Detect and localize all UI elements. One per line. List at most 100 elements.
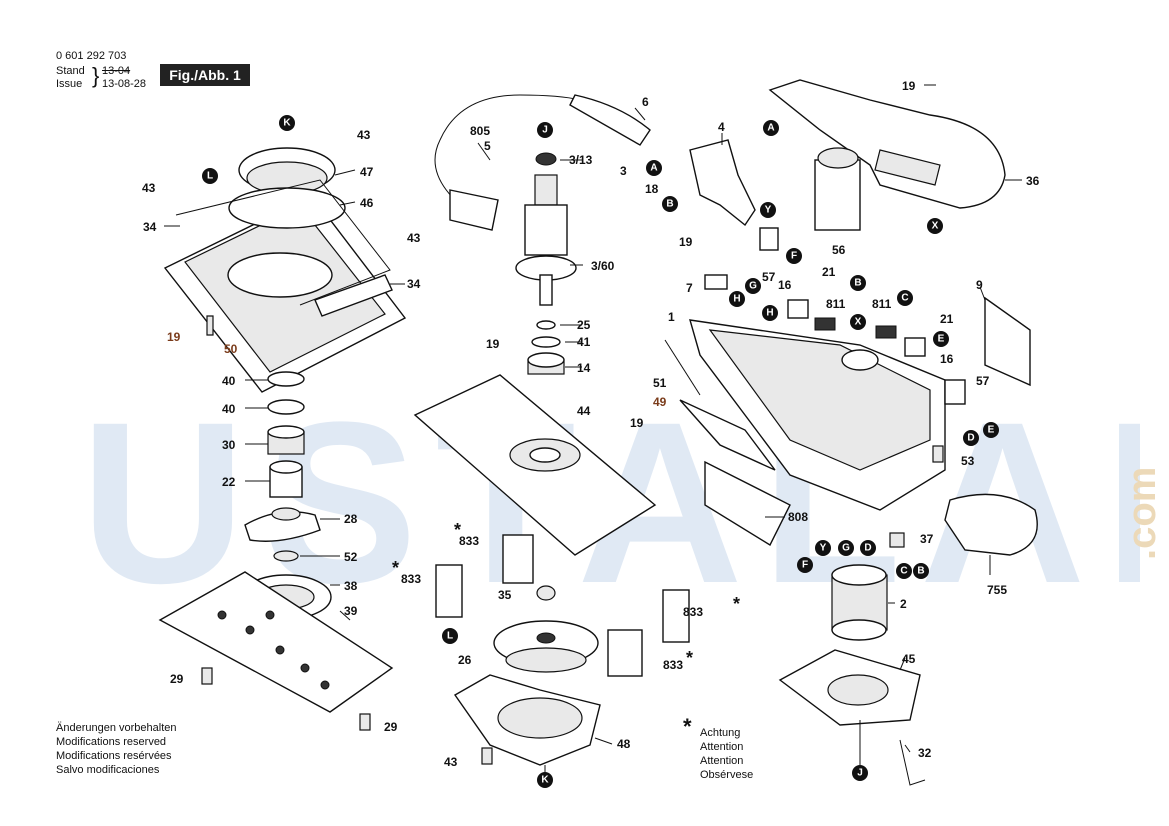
connector-B-1: B [662, 196, 678, 212]
svg-text:J: J [542, 125, 548, 136]
part-45: 45 [902, 652, 916, 666]
svg-text:X: X [855, 317, 862, 328]
svg-text:H: H [766, 308, 773, 319]
part-49: 49 [653, 395, 667, 409]
part-29-b: 29 [384, 720, 398, 734]
part-3-13: 3/13 [569, 153, 593, 167]
part-labels: 19 36 6 4 805 5 3/13 3 3/60 18 19 57 7 2… [142, 79, 1040, 769]
svg-text:D: D [864, 543, 871, 554]
part-4: 4 [718, 120, 725, 134]
part-44: 44 [577, 404, 591, 418]
svg-text:K: K [541, 775, 549, 786]
note-es: Salvo modificaciones [56, 764, 160, 776]
screw-43-bottom [481, 747, 493, 765]
connector-X-1: X [927, 218, 943, 234]
part-25: 25 [577, 318, 591, 332]
connector-J-2: J [852, 765, 868, 781]
bracket-34 [175, 179, 393, 317]
stand-label: Stand [56, 65, 85, 77]
connector-F-2: F [797, 557, 813, 573]
connector-B-3: B [913, 563, 929, 579]
part-5: 5 [484, 139, 491, 153]
part-18: 18 [645, 182, 659, 196]
connector-L-1: L [202, 168, 218, 184]
power-cable-5 [434, 94, 651, 231]
part-43-b: 43 [142, 181, 156, 195]
connector-F-1: F [786, 248, 802, 264]
svg-text:X: X [932, 221, 939, 232]
part-805: 805 [470, 124, 490, 138]
part-14: 14 [577, 361, 591, 375]
part-833-d: 833 [663, 658, 683, 672]
svg-text:J: J [857, 768, 863, 779]
part-16-b: 16 [940, 352, 954, 366]
part-40: 40 [222, 374, 236, 388]
svg-text:Y: Y [820, 543, 827, 554]
bearing-flange-44 [413, 374, 657, 556]
connector-X-2: X [850, 314, 866, 330]
terminal-37 [889, 532, 905, 548]
part-21-b: 21 [940, 312, 954, 326]
part-1: 1 [668, 310, 675, 324]
note-en: Modifications reserved [56, 736, 167, 748]
switch-4 [689, 139, 756, 227]
part-22: 22 [222, 475, 236, 489]
attention-en: Attention [700, 741, 744, 753]
motor-housing-1 [689, 319, 946, 511]
part-57: 57 [762, 270, 776, 284]
svg-text:L: L [207, 171, 213, 182]
screw-53 [932, 445, 944, 463]
handle-cover-36 [768, 79, 1006, 209]
part-26: 26 [458, 653, 472, 667]
part-19-c: 19 [486, 337, 500, 351]
part-808: 808 [788, 510, 808, 524]
connector-57 [759, 227, 966, 405]
ball-bearing-14 [527, 352, 565, 375]
svg-text:E: E [938, 334, 945, 345]
svg-text:*: * [454, 520, 461, 540]
connector-H-1: H [729, 291, 745, 307]
part-57-b: 57 [976, 374, 990, 388]
part-34-b: 34 [407, 277, 421, 291]
part-21: 21 [822, 265, 836, 279]
plug-guard-49-51 [664, 339, 776, 471]
part-37: 37 [920, 532, 934, 546]
part-32: 32 [918, 746, 932, 760]
svg-text:C: C [900, 566, 907, 577]
sealing-ring-40b [267, 399, 305, 415]
part-19-d: 19 [630, 416, 644, 430]
part-3: 3 [620, 164, 627, 178]
strain-relief-7 [704, 274, 728, 290]
connector-B-2: B [850, 275, 866, 291]
header-brace: } [92, 63, 100, 88]
svg-text:B: B [666, 199, 673, 210]
connector-Y-2: Y [815, 540, 831, 556]
part-7: 7 [686, 281, 693, 295]
part-34: 34 [143, 220, 157, 234]
issue-date: 13-08-28 [102, 78, 147, 90]
sanding-plate-39 [158, 571, 394, 713]
part-43: 43 [357, 128, 371, 142]
part-30: 30 [222, 438, 236, 452]
part-46: 46 [360, 196, 374, 210]
svg-text:F: F [791, 251, 797, 262]
attention-stars: * * * * [392, 520, 740, 668]
attention-de: Achtung [700, 727, 741, 739]
connector-K-1: K [279, 115, 295, 131]
svg-text:B: B [917, 566, 924, 577]
connector-A-1: A [763, 120, 779, 136]
connector-G-2: G [838, 540, 854, 556]
part-811-b: 811 [872, 297, 892, 311]
connector-J-1: J [537, 122, 553, 138]
connector-C-2: C [896, 563, 912, 579]
field-2 [831, 564, 888, 641]
bushing-35 [536, 585, 556, 601]
part-43-d: 43 [444, 755, 458, 769]
svg-text:C: C [901, 293, 908, 304]
connector-K-2: K [537, 772, 553, 788]
connector-L-2: L [442, 628, 458, 644]
svg-text:H: H [733, 294, 740, 305]
issue-label: Issue [56, 78, 83, 90]
part-28: 28 [344, 512, 358, 526]
